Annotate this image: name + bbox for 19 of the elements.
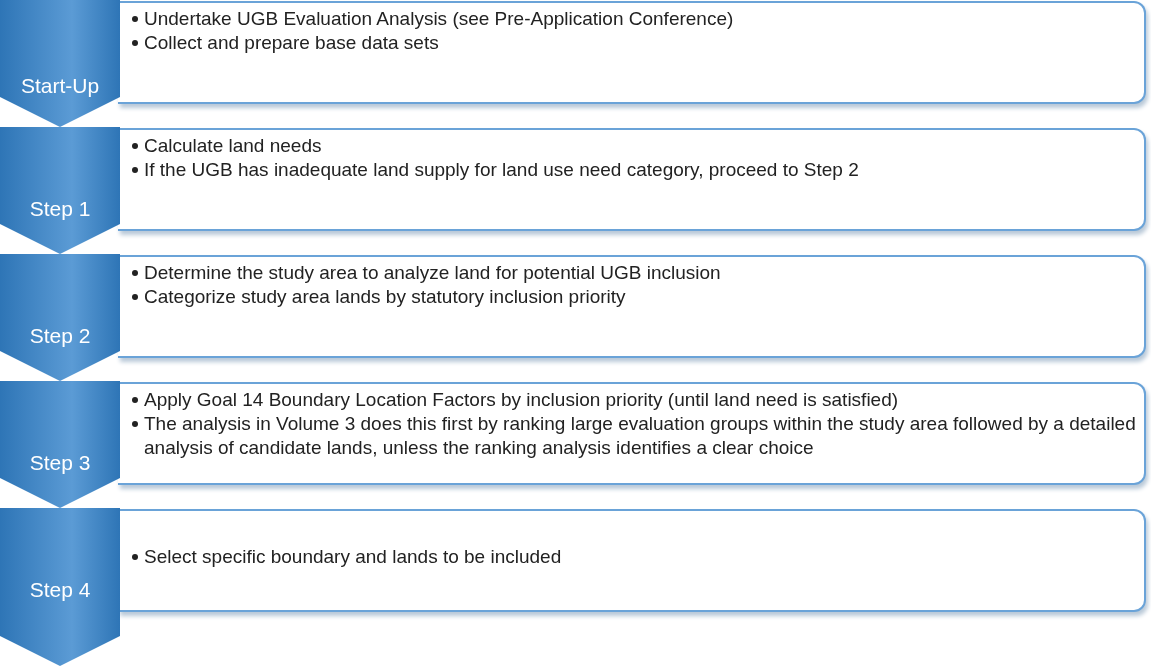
- bullet-text: Categorize study area lands by statutory inclusion priority: [144, 286, 626, 307]
- bullet-text: If the UGB has inadequate land supply for land use need category, proceed to Step 2: [144, 159, 859, 180]
- step-banner: Step 2: [0, 254, 120, 381]
- step-box: [118, 382, 1146, 485]
- step-box: [118, 255, 1146, 358]
- step-box: [118, 509, 1146, 612]
- step-box: [118, 1, 1146, 104]
- step-banner: Start-Up: [0, 0, 120, 127]
- step-banner: Step 4: [0, 508, 120, 666]
- step-banner: Step 3: [0, 381, 120, 508]
- bullet-text: Apply Goal 14 Boundary Location Factors by inclusion priority (until land need is satisfied): [144, 389, 899, 410]
- bullet-text: Calculate land needs: [144, 135, 322, 156]
- bullet-text: The analysis in Volume 3 does this first by ranking large evaluation groups within the study area followed by a detailed analysis of candidate lands, unless the ranking analysis identifies a clear choice: [144, 413, 1136, 458]
- bullet-text: Determine the study area to analyze land for potential UGB inclusion: [144, 262, 721, 283]
- bullet-text: Collect and prepare base data sets: [144, 32, 439, 53]
- bullet-text: Undertake UGB Evaluation Analysis (see Pre-Application Conference): [144, 8, 734, 29]
- bullet-text: Select specific boundary and lands to be included: [144, 546, 562, 567]
- step-box: [118, 128, 1146, 231]
- step-banner: Step 1: [0, 127, 120, 254]
